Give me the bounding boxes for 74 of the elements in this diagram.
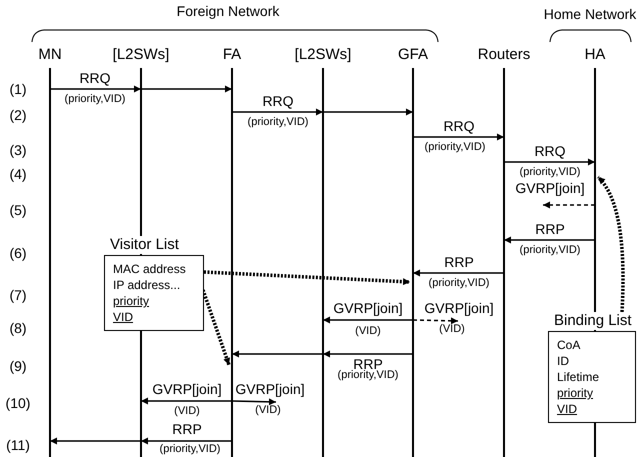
step-number: (2) bbox=[9, 108, 27, 122]
list-item: priority bbox=[557, 385, 594, 401]
message-arrow bbox=[232, 398, 276, 406]
step-number: (7) bbox=[9, 288, 27, 302]
message-label: RRQ bbox=[442, 118, 476, 135]
message-label: GVRP[join] bbox=[423, 300, 495, 317]
message-arrow bbox=[323, 108, 413, 116]
message-label: GVRP[join] bbox=[332, 300, 404, 317]
step-number: (10) bbox=[6, 396, 30, 410]
list-title: Binding List bbox=[554, 312, 632, 330]
lifeline-label: Routers bbox=[478, 46, 530, 64]
lifeline-label: [L2SWs] bbox=[112, 46, 170, 64]
step-number: (6) bbox=[9, 246, 27, 260]
lifeline-label: HA bbox=[584, 46, 606, 64]
message-parameter: (priority,VID) bbox=[424, 142, 486, 153]
network-label: Home Network bbox=[544, 7, 636, 21]
message-arrow bbox=[232, 108, 323, 116]
list-item: priority bbox=[113, 293, 150, 309]
step-number: (1) bbox=[9, 82, 27, 96]
message-arrow bbox=[141, 398, 232, 404]
message-arrow bbox=[413, 270, 504, 276]
step-number: (3) bbox=[9, 143, 27, 157]
list-item: VID bbox=[557, 401, 578, 417]
message-label: GVRP[join] bbox=[151, 381, 223, 398]
message-label: GVRP[join] bbox=[514, 180, 586, 197]
message-label: RRQ bbox=[261, 93, 295, 110]
list-item: CoA bbox=[557, 337, 580, 353]
step-number: (8) bbox=[9, 321, 27, 335]
message-parameter: (VID) bbox=[439, 324, 465, 335]
message-parameter: (priority,VID) bbox=[64, 94, 126, 105]
message-arrow bbox=[232, 350, 323, 358]
lifeline-label: MN bbox=[38, 46, 62, 64]
message-arrow bbox=[323, 350, 413, 358]
message-parameter: (priority,VID) bbox=[520, 167, 580, 178]
message-parameter: (VID) bbox=[174, 406, 200, 417]
list-item: MAC address bbox=[113, 261, 186, 277]
message-label: RRP bbox=[171, 421, 203, 438]
message-parameter: (priority,VID) bbox=[428, 278, 490, 289]
message-arrow bbox=[50, 438, 141, 444]
network-label: Foreign Network bbox=[176, 4, 280, 18]
lifeline-label: [L2SWs] bbox=[294, 46, 352, 64]
message-arrow bbox=[412, 317, 458, 324]
message-arrow bbox=[413, 134, 504, 140]
message-parameter: (VID) bbox=[355, 326, 381, 337]
list-title: Visitor List bbox=[110, 236, 179, 254]
message-label: GVRP[join] bbox=[234, 381, 306, 398]
lifeline-label: FA bbox=[222, 46, 242, 64]
message-arrow bbox=[543, 202, 595, 208]
list-item: VID bbox=[113, 309, 134, 325]
step-number: (11) bbox=[6, 438, 30, 452]
message-parameter: (priority,VID) bbox=[248, 117, 308, 128]
message-arrow bbox=[504, 158, 595, 166]
message-label: RRQ bbox=[533, 143, 567, 160]
dotted-arrow bbox=[204, 270, 410, 286]
message-arrow bbox=[50, 86, 141, 92]
step-number: (5) bbox=[9, 203, 27, 217]
lifeline-label: GFA bbox=[398, 46, 428, 64]
message-parameter: (priority,VID) bbox=[338, 370, 398, 381]
step-number: (4) bbox=[9, 167, 27, 181]
message-parameter: (priority,VID) bbox=[160, 444, 220, 455]
list-item: IP address... bbox=[113, 277, 180, 293]
dotted-arrow bbox=[596, 176, 625, 312]
message-arrow bbox=[141, 438, 232, 444]
list-item: Lifetime bbox=[557, 369, 600, 385]
message-label: RRP bbox=[534, 221, 566, 238]
message-label: RRQ bbox=[78, 70, 112, 87]
message-parameter: (VID) bbox=[255, 405, 281, 416]
message-parameter: (priority,VID) bbox=[520, 245, 580, 256]
message-arrow bbox=[504, 236, 595, 244]
message-label: RRP bbox=[443, 254, 475, 271]
message-arrow bbox=[323, 316, 413, 324]
message-arrow bbox=[141, 86, 232, 92]
step-number: (9) bbox=[9, 359, 27, 373]
list-item: ID bbox=[557, 353, 569, 369]
